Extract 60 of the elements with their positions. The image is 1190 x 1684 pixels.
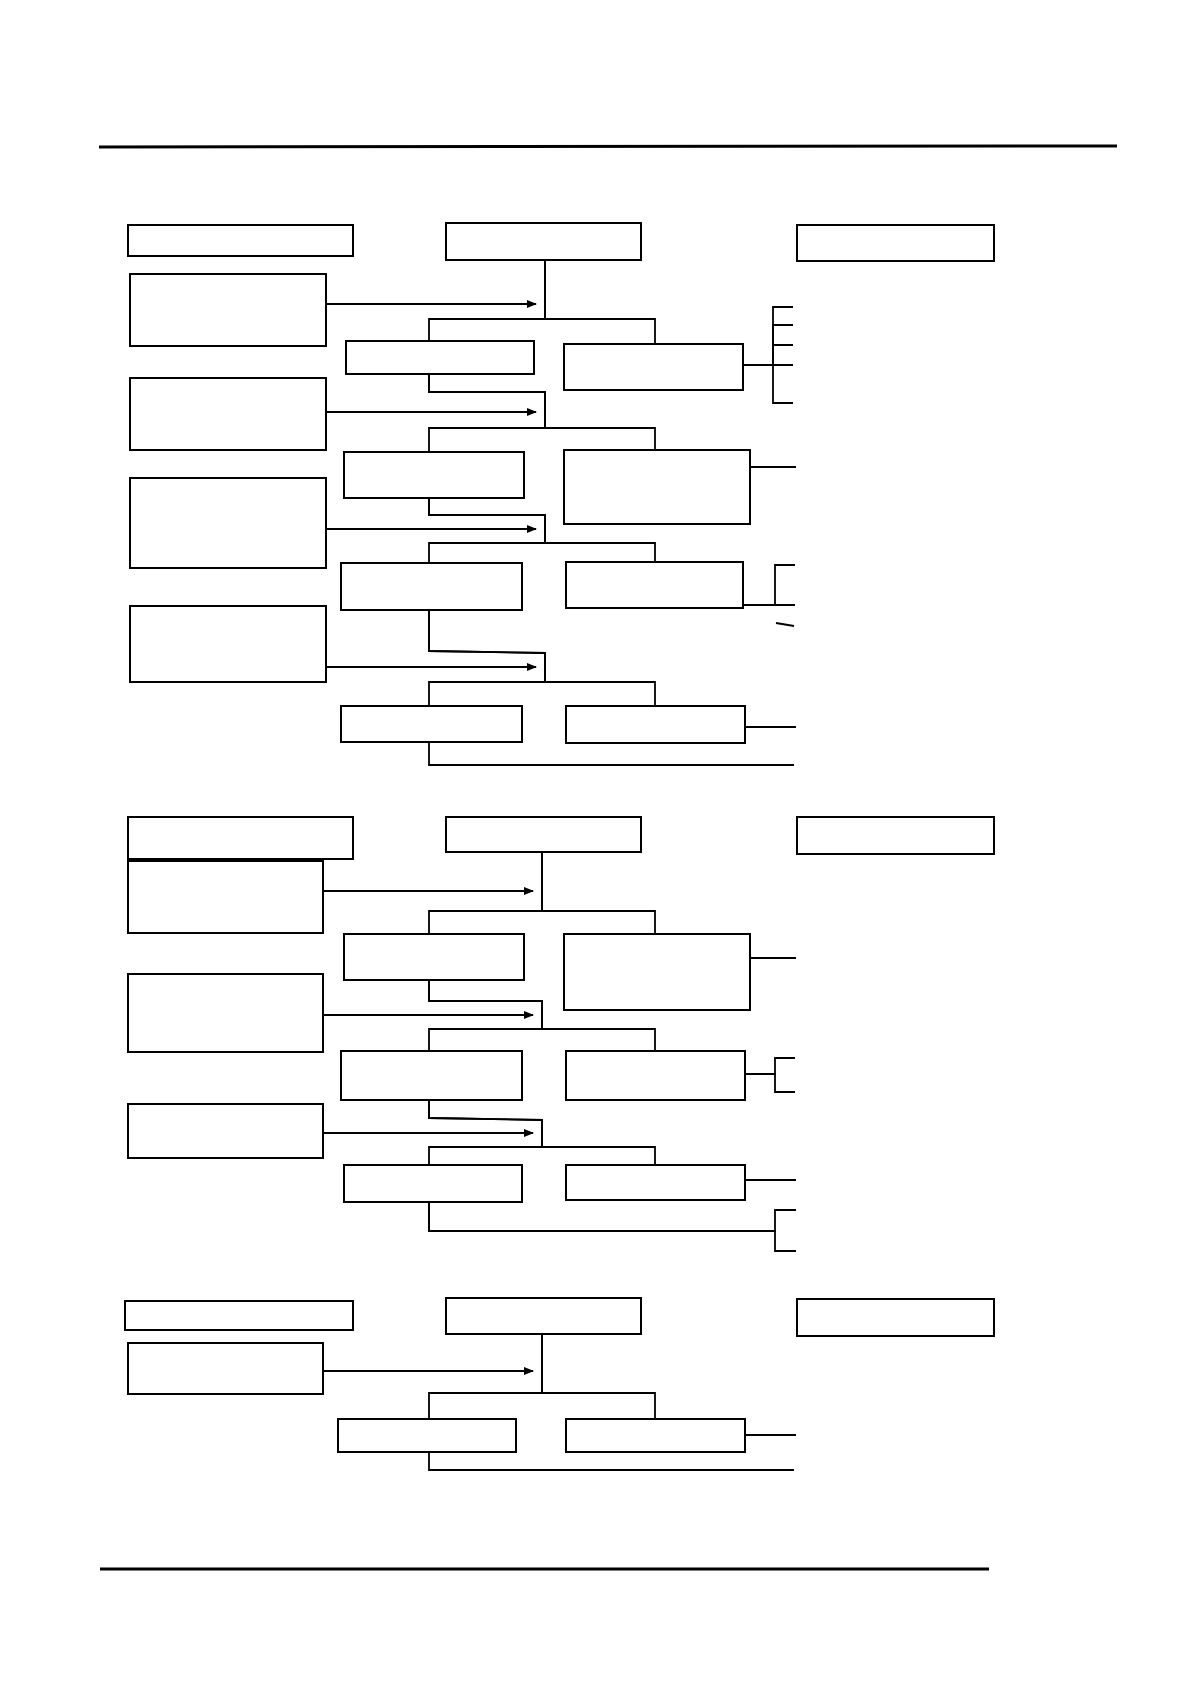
- empty-box: [129, 377, 327, 451]
- arrow: [326, 663, 537, 671]
- empty-box: [340, 705, 523, 743]
- empty-box: [124, 1300, 354, 1331]
- arrow: [326, 300, 537, 308]
- empty-box: [340, 562, 523, 611]
- connector-line: [428, 374, 656, 450]
- connector-line: [428, 610, 656, 706]
- connector-line: [541, 1334, 656, 1419]
- empty-box: [127, 224, 354, 257]
- empty-box: [796, 816, 995, 855]
- empty-box: [129, 477, 327, 569]
- empty-box: [127, 860, 324, 934]
- connector-line: [544, 260, 656, 344]
- empty-box: [565, 705, 746, 744]
- connector-line: [428, 1452, 795, 1471]
- empty-box: [343, 1164, 523, 1203]
- arrow: [323, 1129, 534, 1137]
- empty-box: [796, 224, 995, 262]
- empty-box: [565, 1164, 746, 1201]
- connector-line: [745, 1179, 797, 1181]
- empty-box: [337, 1418, 517, 1453]
- connector-line: [428, 1100, 656, 1165]
- empty-box: [127, 973, 324, 1053]
- connector-line: [745, 1434, 797, 1436]
- empty-box: [445, 222, 642, 261]
- empty-box: [127, 1103, 324, 1159]
- connector-line: [750, 957, 797, 959]
- connector-line: [541, 852, 656, 934]
- arrow: [323, 1011, 534, 1019]
- empty-box: [127, 816, 354, 860]
- empty-box: [565, 561, 744, 609]
- empty-box: [127, 1342, 324, 1395]
- empty-box: [129, 605, 327, 683]
- connector-line: [428, 980, 656, 1051]
- empty-box: [340, 1050, 523, 1101]
- connector-line: [743, 604, 796, 606]
- arrow: [326, 408, 537, 416]
- connector-line: [428, 742, 795, 766]
- connector-line: [428, 498, 656, 562]
- empty-box: [563, 343, 744, 391]
- connector-line: [743, 364, 794, 404]
- empty-box: [563, 933, 751, 1011]
- empty-box: [445, 816, 642, 853]
- connector-line: [428, 1202, 797, 1252]
- empty-box: [563, 449, 751, 525]
- connector-line: [750, 466, 797, 468]
- arrow: [326, 525, 537, 533]
- empty-box: [345, 340, 535, 375]
- empty-box: [565, 1050, 746, 1101]
- empty-box: [565, 1418, 746, 1453]
- empty-box: [796, 1298, 995, 1337]
- arrow: [323, 1367, 534, 1375]
- connector-line: [745, 726, 797, 728]
- empty-box: [343, 451, 525, 499]
- arrow: [323, 887, 534, 895]
- empty-box: [343, 933, 525, 981]
- connector-line: [745, 1073, 796, 1093]
- empty-box: [445, 1297, 642, 1335]
- empty-box: [129, 273, 327, 347]
